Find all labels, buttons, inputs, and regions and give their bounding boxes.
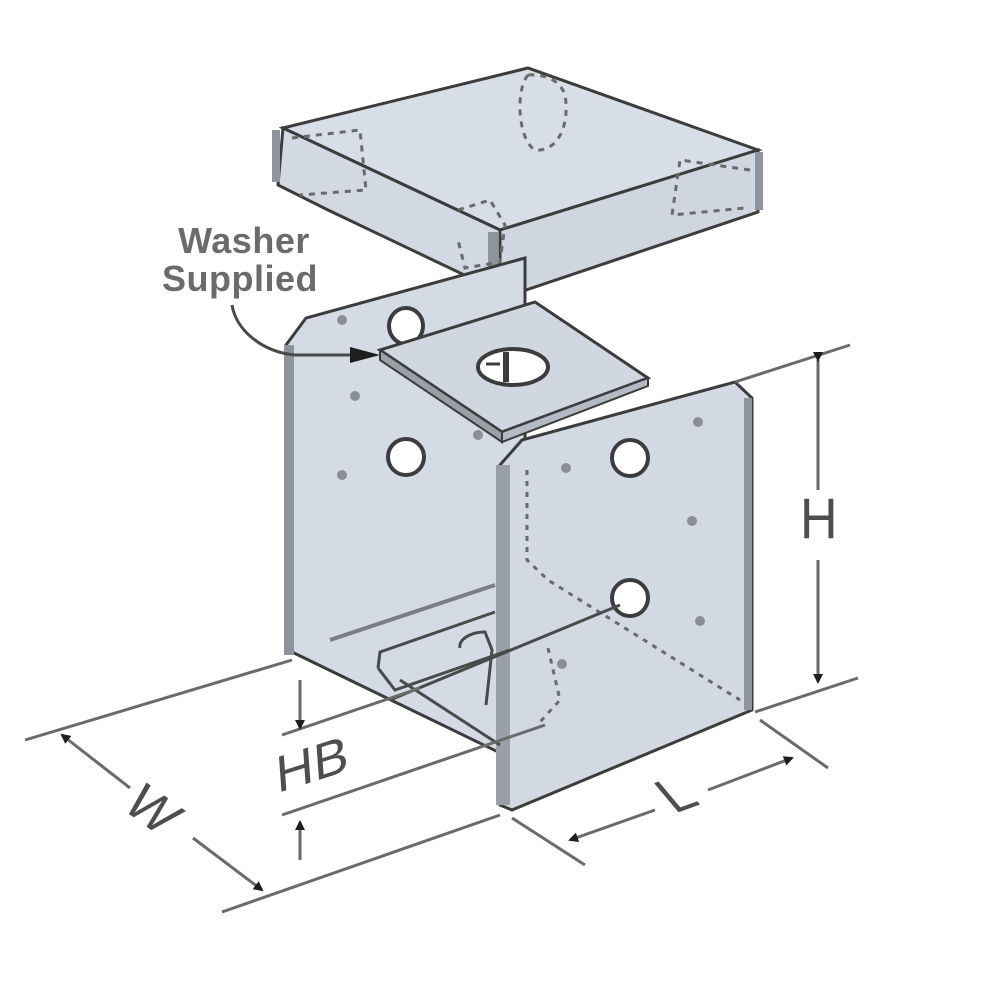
washer-callout-line1: Washer (178, 220, 310, 261)
bolt-hole (386, 437, 426, 477)
dimension-lines (24, 343, 859, 914)
bolt-hole (610, 438, 650, 478)
bracket-right-plate (496, 380, 754, 812)
washer-callout-leader (230, 304, 380, 363)
washer-callout-line2: Supplied (162, 258, 318, 299)
washer-callout-label: Washer Supplied (162, 222, 318, 298)
post-block (272, 66, 763, 295)
dimension-label-h: H (800, 488, 838, 552)
washer (376, 300, 652, 444)
bolt-hole (610, 578, 650, 618)
bracket-base-slot (376, 603, 621, 747)
